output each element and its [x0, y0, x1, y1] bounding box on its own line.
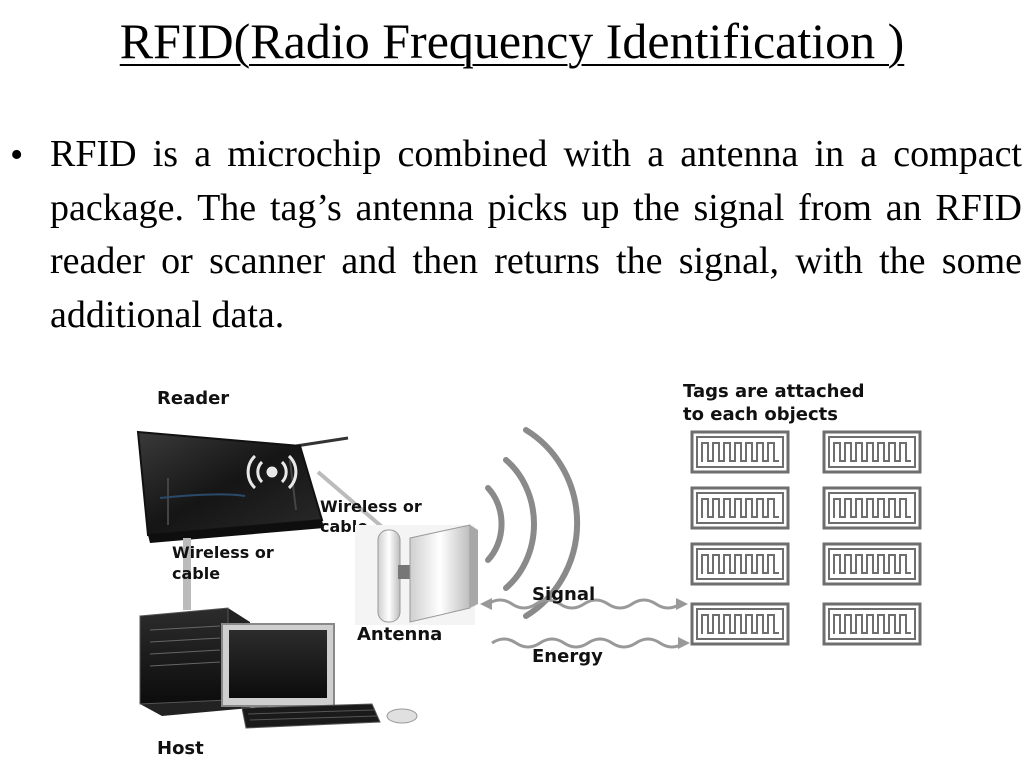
- host-computer-icon: [139, 607, 418, 729]
- bullet-point-icon: •: [10, 134, 24, 176]
- tags-label: Tags are attached: [683, 381, 865, 402]
- rfid-system-diagram: Reader Wireless or cable Wireless or cab…: [136, 381, 922, 759]
- rfid-tag-icon: [690, 602, 790, 646]
- antenna-label: Antenna: [357, 624, 442, 645]
- host-label: Host: [157, 738, 204, 759]
- slide-title: RFID(Radio Frequency Identification ): [119, 13, 905, 69]
- wireless-cable-label-host-2: cable: [172, 564, 220, 583]
- signal-wave: [480, 598, 688, 610]
- rfid-tag-icon: [690, 486, 790, 530]
- wireless-cable-label-host: Wireless or: [172, 543, 274, 562]
- rfid-tag-icon: [690, 542, 790, 586]
- signal-label: Signal: [532, 584, 595, 605]
- rfid-tag-icon: [822, 602, 922, 646]
- rfid-tag-icon: [822, 542, 922, 586]
- wireless-cable-label-reader: Wireless or: [320, 497, 422, 516]
- rfid-tag-icon: [690, 430, 790, 474]
- reader-device-icon: [136, 430, 349, 543]
- radio-wave-icon: [485, 427, 581, 619]
- tags-grid: [690, 430, 922, 646]
- tags-label-2: to each objects: [683, 404, 838, 425]
- rfid-tag-icon: [822, 486, 922, 530]
- energy-wave: [491, 637, 690, 649]
- bullet-text: RFID is a microchip combined with a ante…: [50, 133, 1022, 336]
- energy-label: Energy: [532, 646, 603, 667]
- reader-label: Reader: [157, 388, 229, 409]
- rfid-tag-icon: [822, 430, 922, 474]
- antenna-panel-icon: [355, 524, 478, 625]
